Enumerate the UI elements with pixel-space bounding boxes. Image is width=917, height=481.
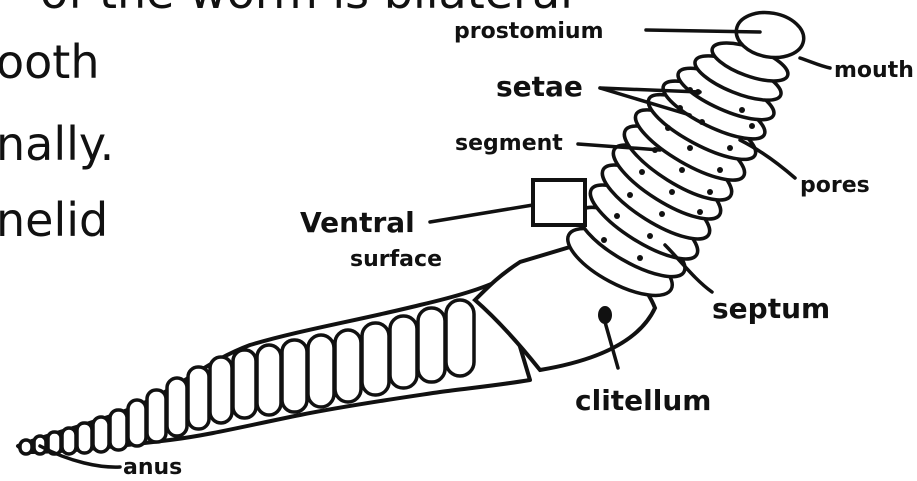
ventral-surface-box bbox=[533, 180, 585, 225]
label-septum: septum bbox=[712, 292, 830, 325]
background-text-line-1: of the worm is bilateral bbox=[40, 0, 573, 19]
label-mouth: mouth bbox=[834, 58, 914, 83]
label-pores: pores bbox=[800, 173, 870, 198]
mouth-leader bbox=[800, 58, 830, 68]
label-ventral-2: surface bbox=[350, 247, 442, 272]
background-text-line-3: nally. bbox=[0, 117, 114, 171]
prostomium-leader bbox=[646, 30, 760, 32]
label-ventral-1: Ventral bbox=[300, 206, 415, 239]
label-segment: segment bbox=[455, 131, 563, 156]
tail-segments bbox=[20, 300, 474, 454]
label-anus: anus bbox=[123, 455, 182, 480]
label-prostomium: prostomium bbox=[454, 19, 604, 44]
label-clitellum: clitellum bbox=[575, 384, 711, 417]
background-text-line-4: nelid bbox=[0, 193, 108, 247]
ventral-leader bbox=[430, 205, 533, 222]
label-setae: setae bbox=[496, 70, 583, 103]
background-text-line-2: ooth bbox=[0, 35, 99, 89]
